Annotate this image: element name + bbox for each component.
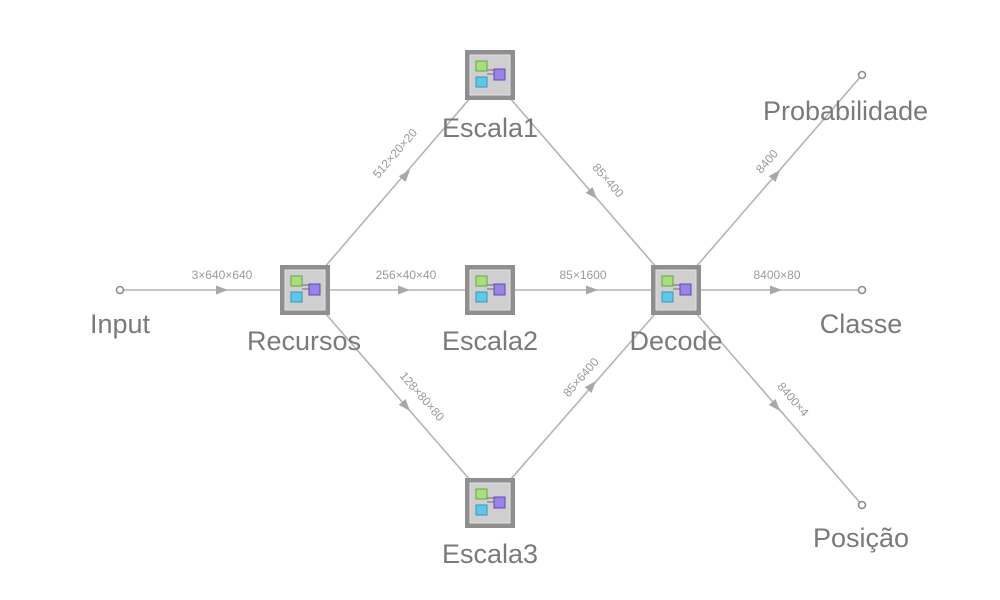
edge-escala3-decode: 85×6400 — [489, 289, 677, 504]
node-recursos-label: Recursos — [247, 326, 361, 356]
edge-label-escala3-decode: 85×6400 — [560, 355, 602, 400]
layer-node-icon[interactable] — [464, 49, 516, 101]
port-posicao-label: Posição — [813, 523, 909, 553]
edge-label-recursos-escala2: 256×40×40 — [376, 268, 437, 282]
layer-node-icon[interactable] — [464, 264, 516, 316]
node-escala1[interactable]: Escala1 — [442, 49, 538, 143]
edge-input-recursos: 3×640×640 — [120, 268, 305, 295]
edge-label-decode-classe: 8400×80 — [753, 268, 800, 282]
node-escala3-label: Escala3 — [442, 539, 538, 569]
edge-escala1-decode: 85×400 — [489, 74, 677, 291]
edge-decode-classe: 8400×80 — [676, 268, 862, 295]
port-input[interactable]: Input — [90, 285, 151, 340]
node-recursos[interactable]: Recursos — [247, 264, 361, 356]
port-posicao[interactable]: Posição — [813, 500, 909, 554]
node-escala2[interactable]: Escala2 — [442, 264, 538, 356]
port-classe-dot[interactable] — [857, 285, 867, 295]
layer-node-icon[interactable] — [464, 477, 516, 529]
edge-recursos-escala3: 128×80×80 — [304, 289, 491, 504]
edge-label-decode-probabilidade: 8400 — [753, 146, 781, 176]
node-escala1-label: Escala1 — [442, 113, 538, 143]
port-classe-label: Classe — [820, 309, 903, 339]
node-decode[interactable]: Decode — [629, 264, 723, 356]
edge-label-recursos-escala3: 128×80×80 — [397, 369, 448, 424]
port-probabilidade[interactable]: Probabilidade — [763, 70, 928, 127]
port-input-dot[interactable] — [115, 285, 125, 295]
node-decode-label: Decode — [629, 326, 722, 356]
edge-recursos-escala2: 256×40×40 — [305, 268, 490, 295]
edge-label-escala2-decode: 85×1600 — [559, 268, 606, 282]
port-input-label: Input — [90, 309, 151, 339]
port-posicao-dot[interactable] — [857, 500, 867, 510]
edge-label-recursos-escala1: 512×20×20 — [370, 126, 420, 181]
edge-recursos-escala1: 512×20×20 — [304, 74, 491, 291]
edge-escala2-decode: 85×1600 — [490, 268, 676, 295]
port-probabilidade-label: Probabilidade — [763, 96, 928, 126]
port-classe[interactable]: Classe — [820, 285, 903, 340]
node-escala2-label: Escala2 — [442, 326, 538, 356]
node-escala3[interactable]: Escala3 — [442, 477, 538, 569]
layer-node-icon[interactable] — [650, 264, 702, 316]
edge-label-decode-posicao: 8400×4 — [775, 380, 812, 420]
edge-label-input-recursos: 3×640×640 — [192, 268, 253, 282]
port-probabilidade-dot[interactable] — [857, 70, 867, 80]
layer-node-icon[interactable] — [279, 264, 331, 316]
